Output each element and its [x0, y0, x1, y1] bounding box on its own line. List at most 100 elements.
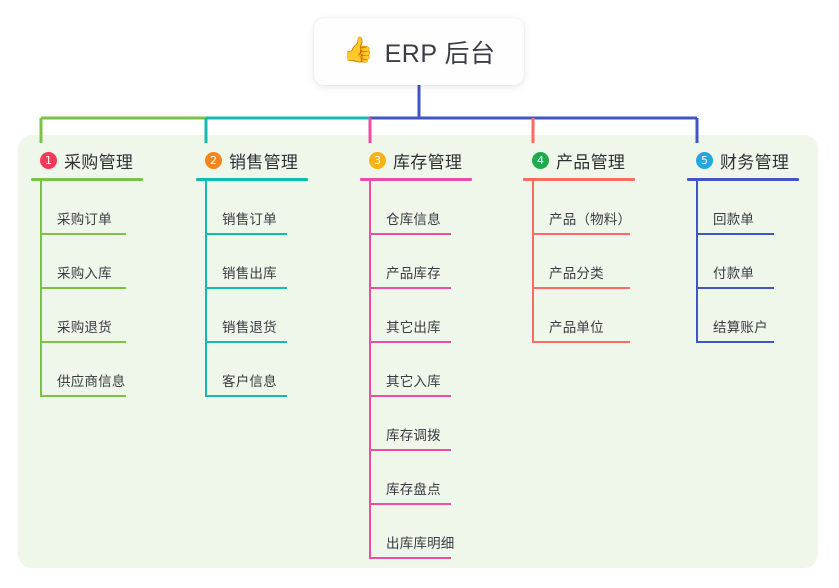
- branch-header-1[interactable]: 1 采购管理: [31, 147, 143, 173]
- branch-header-rule: [31, 178, 143, 181]
- branch-item-label: 供应商信息: [57, 374, 126, 389]
- branch-item-rule: [369, 287, 451, 289]
- branch-column-5: 5 财务管理回款单付款单结算账户: [687, 147, 799, 343]
- branch-item-label: 采购退货: [57, 320, 112, 335]
- branch-item-rule: [40, 233, 126, 235]
- branch-item-label: 结算账户: [713, 320, 768, 335]
- branch-items: 仓库信息产品库存其它出库其它入库库存调拨库存盘点出库库明细: [360, 181, 472, 559]
- branch-item[interactable]: 供应商信息: [31, 343, 143, 397]
- branch-item-label: 采购入库: [57, 266, 112, 281]
- branch-item[interactable]: 其它出库: [360, 289, 472, 343]
- branch-item[interactable]: 回款单: [687, 181, 799, 235]
- branch-items: 采购订单采购入库采购退货供应商信息: [31, 181, 143, 397]
- branch-item-label: 客户信息: [222, 374, 277, 389]
- branch-title: 采购管理: [64, 152, 134, 172]
- root-node[interactable]: 👍 ERP 后台: [314, 18, 524, 85]
- branch-item[interactable]: 库存调拨: [360, 397, 472, 451]
- branch-item-rule: [696, 341, 774, 343]
- branch-column-2: 2 销售管理销售订单销售出库销售退货客户信息: [196, 147, 308, 397]
- branch-spine: [205, 181, 207, 397]
- branch-item-label: 回款单: [713, 212, 755, 227]
- branch-item-rule: [40, 287, 126, 289]
- branch-header-2[interactable]: 2 销售管理: [196, 147, 308, 173]
- branch-item[interactable]: 产品分类: [523, 235, 635, 289]
- branch-item[interactable]: 产品库存: [360, 235, 472, 289]
- branch-item-rule: [696, 287, 774, 289]
- branch-item-rule: [369, 233, 451, 235]
- branch-item-label: 销售出库: [222, 266, 277, 281]
- branch-item-label: 产品（物料）: [549, 212, 632, 227]
- branch-item[interactable]: 客户信息: [196, 343, 308, 397]
- branch-item[interactable]: 出库库明细: [360, 505, 472, 559]
- branch-item-label: 出库库明细: [386, 536, 455, 551]
- branch-item-rule: [532, 341, 630, 343]
- branch-header-rule: [687, 178, 799, 181]
- thumbs-up-icon: 👍: [342, 36, 374, 64]
- branch-item[interactable]: 产品单位: [523, 289, 635, 343]
- branch-number-badge: 2: [205, 151, 222, 169]
- branch-item-rule: [205, 395, 287, 397]
- branch-spine: [369, 181, 371, 559]
- branches-panel: [18, 135, 818, 568]
- branch-header-5[interactable]: 5 财务管理: [687, 147, 799, 173]
- branch-item[interactable]: 采购入库: [31, 235, 143, 289]
- branch-item-rule: [532, 233, 630, 235]
- branch-title: 销售管理: [229, 152, 299, 172]
- branch-number-badge: 3: [369, 151, 386, 169]
- branch-item-label: 库存盘点: [386, 482, 441, 497]
- branch-item-rule: [205, 341, 287, 343]
- branch-item-rule: [40, 395, 126, 397]
- branch-item-label: 产品分类: [549, 266, 604, 281]
- branch-number-badge: 1: [40, 151, 57, 169]
- branch-item-rule: [205, 287, 287, 289]
- branch-item-rule: [369, 503, 451, 505]
- branch-header-rule: [360, 178, 472, 181]
- branch-item-rule: [40, 341, 126, 343]
- branch-items: 回款单付款单结算账户: [687, 181, 799, 343]
- branch-item-rule: [369, 449, 451, 451]
- branch-spine: [40, 181, 42, 397]
- branch-items: 产品（物料） 产品分类产品单位: [523, 181, 635, 343]
- branch-item[interactable]: 结算账户: [687, 289, 799, 343]
- branch-spine: [696, 181, 698, 343]
- branch-item-rule: [696, 233, 774, 235]
- branch-item[interactable]: 仓库信息: [360, 181, 472, 235]
- branch-items: 销售订单销售出库销售退货客户信息: [196, 181, 308, 397]
- branch-item[interactable]: 产品（物料）: [523, 181, 635, 235]
- branch-number-badge: 4: [532, 151, 549, 169]
- branch-item-label: 产品库存: [386, 266, 441, 281]
- branch-item[interactable]: 其它入库: [360, 343, 472, 397]
- branch-title: 库存管理: [393, 152, 463, 172]
- branch-item-label: 付款单: [713, 266, 755, 281]
- branch-title: 财务管理: [720, 152, 790, 172]
- root-node-label: ERP 后台: [384, 39, 496, 68]
- branch-item-rule: [205, 233, 287, 235]
- branch-title: 产品管理: [556, 152, 626, 172]
- branch-item[interactable]: 销售订单: [196, 181, 308, 235]
- branch-item-label: 产品单位: [549, 320, 604, 335]
- branch-spine: [532, 181, 534, 343]
- branch-item-label: 销售订单: [222, 212, 277, 227]
- branch-header-3[interactable]: 3 库存管理: [360, 147, 472, 173]
- branch-header-4[interactable]: 4 产品管理: [523, 147, 635, 173]
- branch-item-label: 其它出库: [386, 320, 441, 335]
- branch-item-label: 其它入库: [386, 374, 441, 389]
- branch-header-rule: [196, 178, 308, 181]
- branch-item[interactable]: 销售退货: [196, 289, 308, 343]
- branch-item[interactable]: 采购订单: [31, 181, 143, 235]
- branch-item-rule: [532, 287, 630, 289]
- branch-item-label: 采购订单: [57, 212, 112, 227]
- branch-item-rule: [369, 557, 451, 559]
- branch-item[interactable]: 库存盘点: [360, 451, 472, 505]
- branch-item[interactable]: 付款单: [687, 235, 799, 289]
- branch-column-3: 3 库存管理仓库信息产品库存其它出库其它入库库存调拨库存盘点出库库明细: [360, 147, 472, 559]
- branch-header-rule: [523, 178, 635, 181]
- branch-number-badge: 5: [696, 151, 713, 169]
- branch-item-label: 销售退货: [222, 320, 277, 335]
- branch-item[interactable]: 采购退货: [31, 289, 143, 343]
- branch-column-4: 4 产品管理产品（物料） 产品分类产品单位: [523, 147, 635, 343]
- branch-item-label: 库存调拨: [386, 428, 441, 443]
- branch-item[interactable]: 销售出库: [196, 235, 308, 289]
- branch-item-rule: [369, 341, 451, 343]
